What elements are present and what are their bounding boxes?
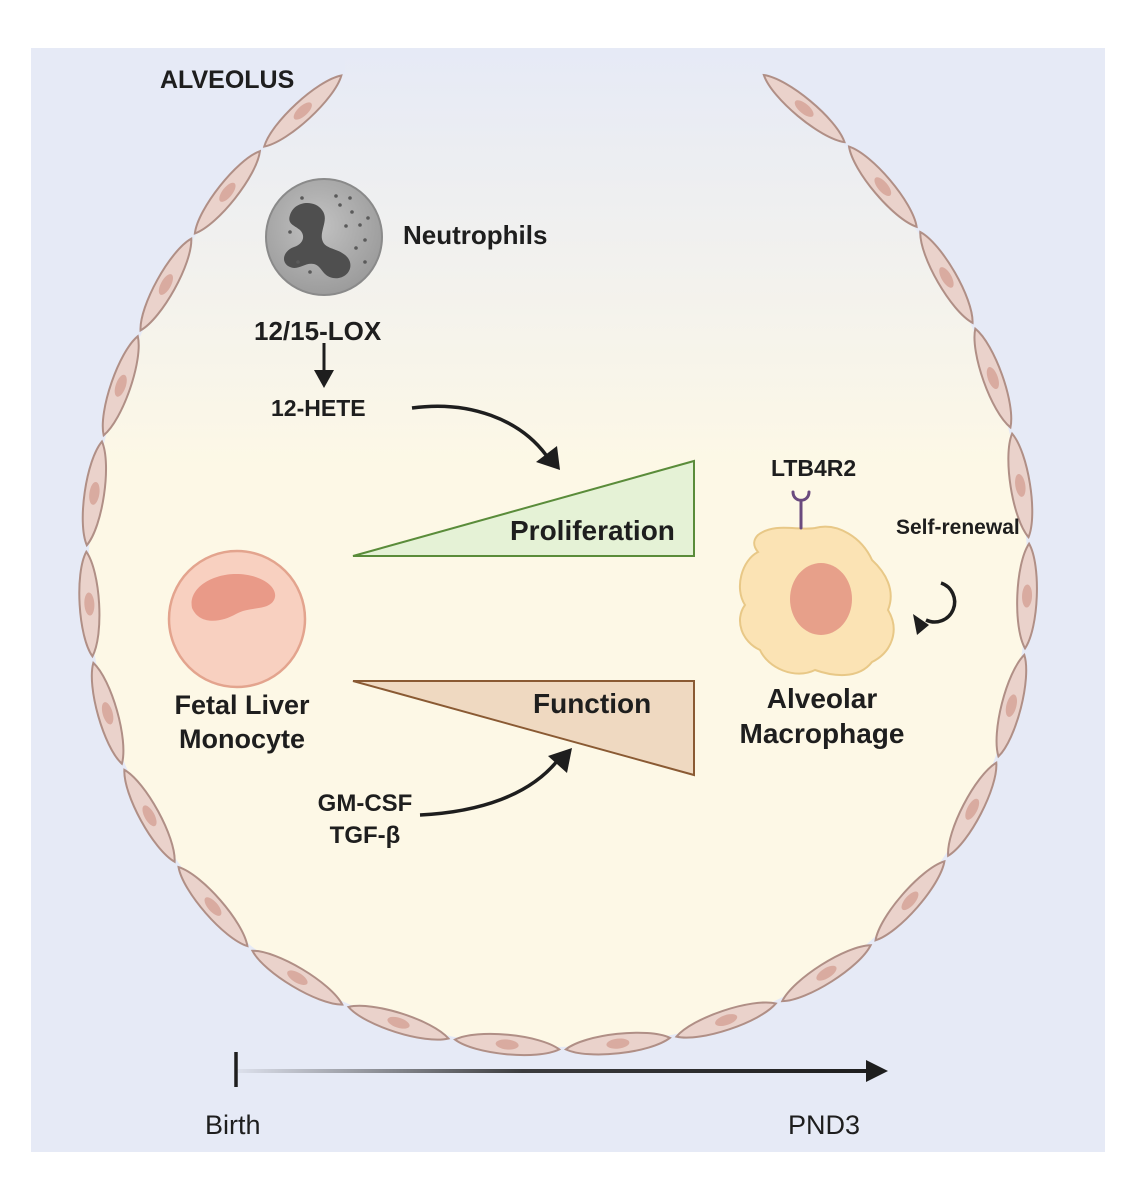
cytokines-label: GM-CSF TGF-β xyxy=(305,788,425,852)
epithelial-cell xyxy=(123,768,176,864)
epithelial-cell xyxy=(139,236,193,333)
alveolar-macrophage-label: Alveolar Macrophage xyxy=(727,681,917,751)
epithelial-cell xyxy=(762,73,846,144)
function-label: Function xyxy=(533,688,652,719)
epithelial-cell xyxy=(81,439,108,548)
epithelial-cell xyxy=(101,334,140,438)
epithelial-cell xyxy=(250,949,344,1006)
epithelial-cell xyxy=(973,326,1013,430)
epithelial-cell xyxy=(847,145,918,229)
function-wedge xyxy=(352,680,695,777)
tgf-beta-label: TGF-β xyxy=(329,822,401,849)
lox-label: 12/15-LOX xyxy=(254,316,382,346)
ltb4r2-receptor-icon xyxy=(791,490,811,530)
timeline xyxy=(234,1052,888,1087)
epithelial-cell xyxy=(78,549,101,659)
gm-csf-label: GM-CSF xyxy=(317,790,413,817)
lox-to-hete-arrow xyxy=(314,343,334,388)
monocyte-label-line2: Monocyte xyxy=(178,724,305,754)
epithelial-cell xyxy=(177,865,249,948)
epithelial-wall xyxy=(78,73,1038,1057)
self-renewal-label: Self-renewal xyxy=(896,516,1020,539)
proliferation-label: Proliferation xyxy=(510,515,675,546)
epithelial-cell xyxy=(453,1032,562,1057)
timeline-start-label: Birth xyxy=(205,1110,261,1140)
fetal-liver-monocyte-cell xyxy=(167,549,307,689)
neutrophils-label: Neutrophils xyxy=(403,220,548,250)
ltb4r2-label: LTB4R2 xyxy=(771,455,857,481)
epithelial-cell xyxy=(674,1001,778,1039)
epithelial-cell xyxy=(262,74,343,148)
hete-to-proliferation-arrow xyxy=(411,404,560,470)
epithelial-cell xyxy=(995,653,1028,759)
timeline-end-label: PND3 xyxy=(788,1110,861,1140)
macrophage-label-line2: Macrophage xyxy=(739,718,905,749)
epithelial-cell xyxy=(346,1004,451,1041)
epithelial-cell xyxy=(193,149,262,235)
fetal-liver-monocyte-label: Fetal Liver Monocyte xyxy=(152,688,332,756)
alveolar-macrophage-cell xyxy=(738,525,895,677)
hete-label: 12-HETE xyxy=(271,395,366,421)
cytokines-to-function-arrow xyxy=(419,748,572,817)
neutrophil-nucleus xyxy=(283,203,351,279)
neutrophil-cell xyxy=(265,178,383,296)
epithelial-cell xyxy=(919,230,974,325)
epithelial-cell xyxy=(874,859,946,942)
epithelial-cell xyxy=(1016,541,1038,651)
monocyte-nucleus xyxy=(191,574,276,621)
alveolus-label: ALVEOLUS xyxy=(160,66,295,94)
monocyte-label-line1: Fetal Liver xyxy=(174,690,310,720)
macrophage-nucleus xyxy=(790,563,852,635)
epithelial-cell xyxy=(1007,431,1034,540)
epithelial-cell xyxy=(947,761,998,858)
proliferation-wedge xyxy=(352,459,695,557)
neutrophil-granules xyxy=(288,194,370,274)
self-renewal-cycle-icon xyxy=(913,581,957,635)
epithelial-cell xyxy=(563,1031,672,1056)
epithelial-cell xyxy=(90,661,125,766)
epithelial-cell xyxy=(780,944,873,1003)
macrophage-label-line1: Alveolar xyxy=(766,683,878,714)
